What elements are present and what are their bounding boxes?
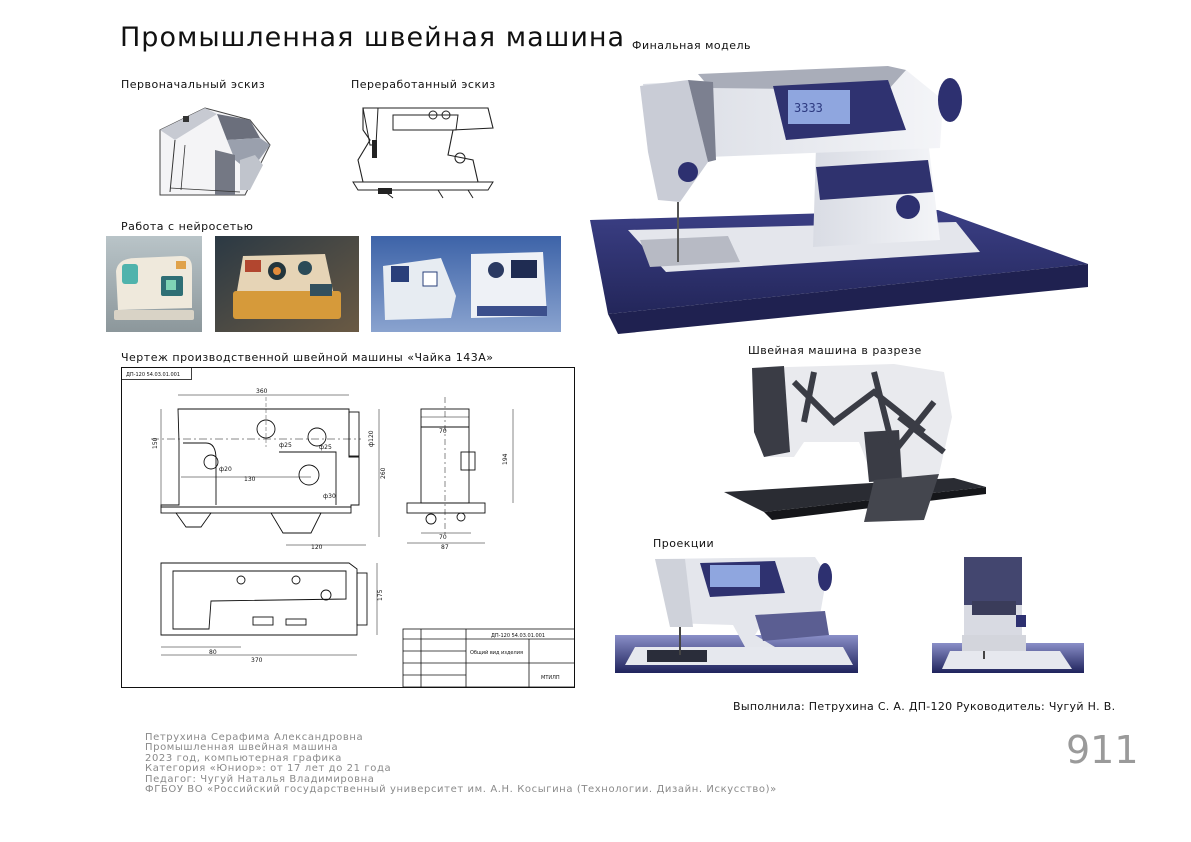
neural-work-label: Работа с нейросетью	[121, 220, 254, 233]
dim-phi25-a: ф25	[279, 442, 292, 449]
author-credit: Выполнила: Петрухина С. А. ДП-120 Руково…	[733, 700, 1116, 713]
neural-image-1	[106, 236, 202, 332]
dim-150: 150	[152, 437, 159, 449]
revised-sketch-image	[352, 107, 494, 199]
stamp-org-text: МТИЛП	[541, 675, 560, 681]
final-model-render: 3333	[590, 66, 1088, 334]
page-number: 911	[1066, 728, 1139, 772]
dim-360: 360	[256, 388, 268, 395]
initial-sketch-label: Первоначальный эскиз	[121, 78, 266, 91]
info-line-work: Промышленная швейная машина	[145, 742, 339, 754]
neural-image-2	[215, 236, 359, 332]
dim-260: 260	[380, 467, 387, 479]
dim-175: 175	[377, 589, 384, 601]
cutaway-render	[724, 364, 986, 522]
dim-194: 194	[502, 453, 509, 465]
dim-370: 370	[251, 657, 263, 664]
dim-130: 130	[244, 476, 256, 483]
dim-phi25-b: ф25	[319, 444, 332, 451]
stamp-main-text: ДП-120 54.03.01.001	[491, 633, 545, 639]
final-model-label: Финальная модель	[632, 39, 752, 52]
projection-side-render	[932, 557, 1084, 673]
dim-phi20: ф20	[219, 466, 232, 473]
cutaway-label: Швейная машина в разрезе	[748, 344, 922, 357]
page-title: Промышленная швейная машина	[120, 22, 626, 53]
info-line-category: Категория «Юниор»: от 17 лет до 21 года	[145, 763, 392, 775]
dim-120: 120	[311, 544, 323, 551]
dim-70-a: 70	[439, 428, 447, 435]
stamp-general-text: Общий вид изделия	[470, 649, 523, 656]
technical-drawing: ДП-120 54.03.01.001 360 150 130 120 260 …	[121, 367, 575, 688]
dim-87: 87	[441, 544, 449, 551]
projections-label: Проекции	[653, 537, 715, 550]
dim-70-b: 70	[439, 534, 447, 541]
dim-80: 80	[209, 649, 217, 656]
svg-text:3333: 3333	[794, 101, 823, 115]
drawing-label: Чертеж производственной швейной машины «…	[121, 351, 494, 364]
info-line-teacher: Педагог: Чугуй Наталья Владимировна	[145, 773, 375, 785]
stamp-top-text: ДП-120 54.03.01.001	[126, 372, 180, 378]
projection-front-render	[615, 557, 858, 673]
info-line-year: 2023 год, компьютерная графика	[145, 752, 342, 764]
info-line-author: Петрухина Серафима Александровна	[145, 732, 364, 743]
dim-phi120: ф120	[368, 430, 375, 447]
initial-sketch-image	[159, 107, 271, 196]
dim-phi30: ф30	[323, 493, 336, 500]
neural-image-3	[371, 236, 561, 332]
info-block: Петрухина Серафима Александровна Промышл…	[145, 732, 777, 796]
revised-sketch-label: Переработанный эскиз	[351, 78, 496, 91]
info-line-university: ФГБОУ ВО «Российский государственный уни…	[145, 784, 777, 796]
